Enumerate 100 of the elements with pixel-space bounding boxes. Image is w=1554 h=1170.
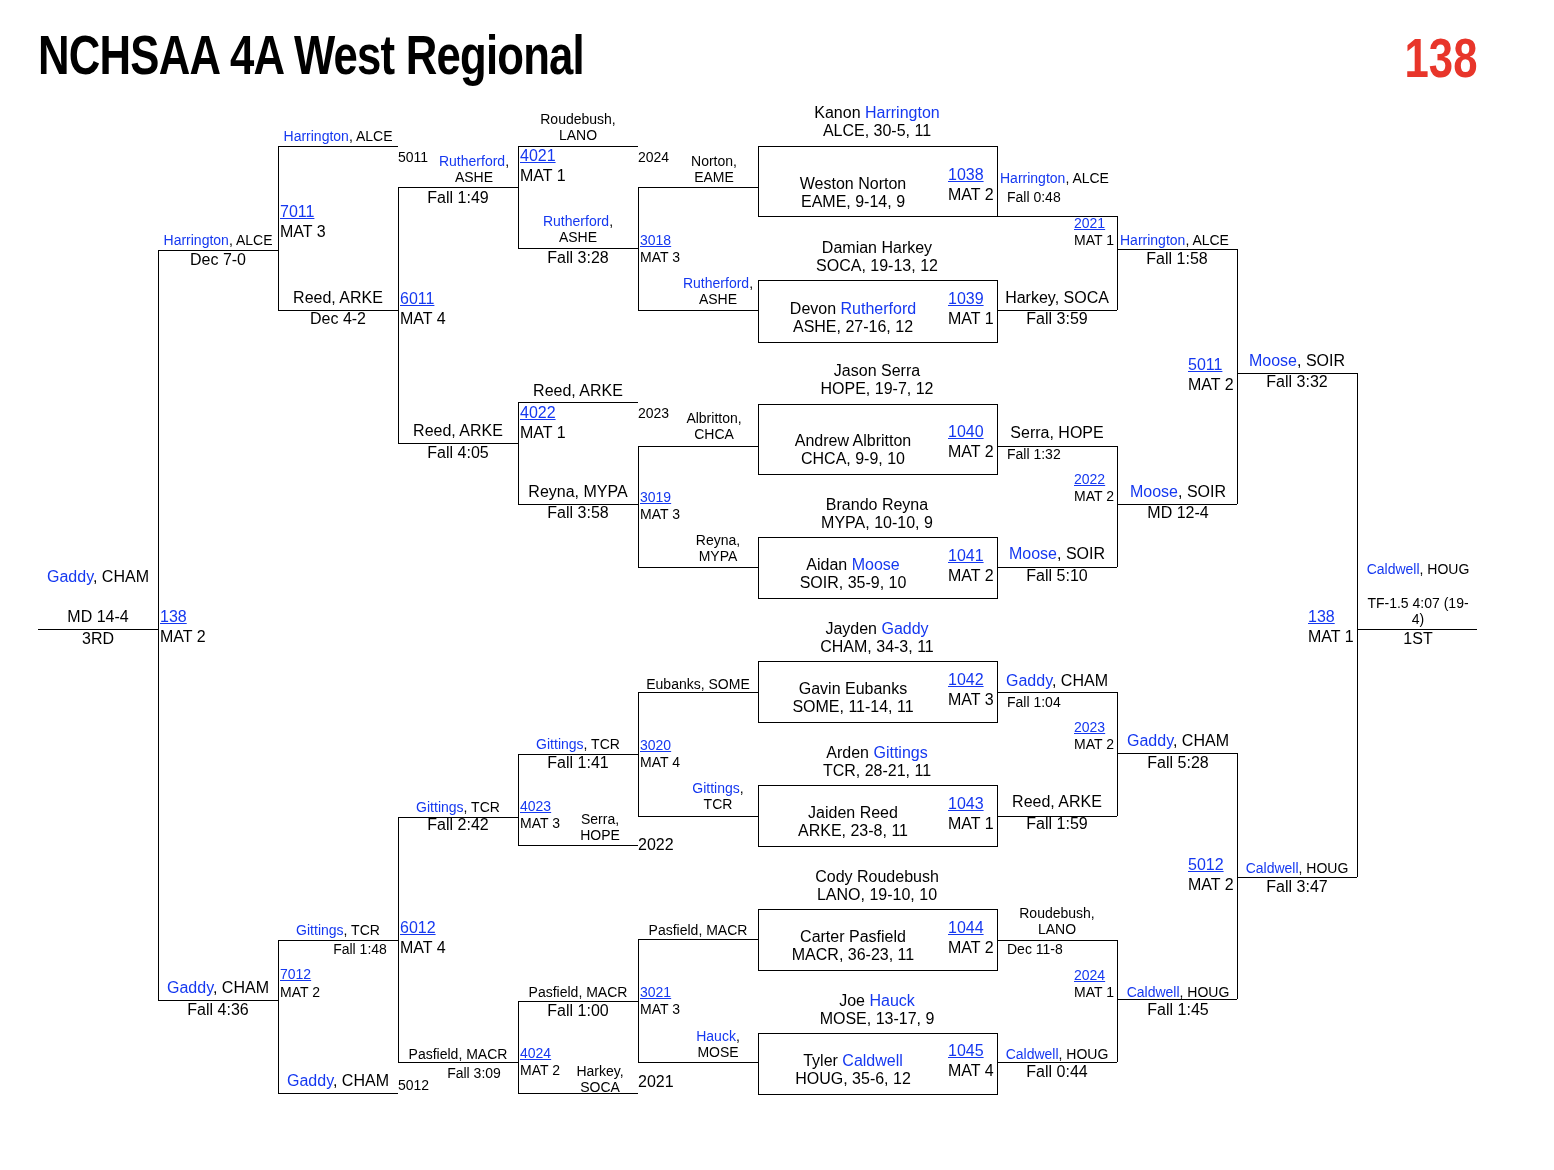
- wrestler-card-text: Tyler Caldwell HOUG, 35-6, 12: [795, 1052, 911, 1089]
- mat-label: MAT 2: [948, 186, 994, 205]
- bout-number-link: 1041: [948, 547, 984, 566]
- mat-label: MAT 3: [520, 815, 560, 832]
- wrestler-name: Pasfield, MACR: [648, 922, 748, 939]
- match-result: Fall 0:48: [1007, 189, 1061, 206]
- weight-class-heading: 138: [1404, 26, 1477, 91]
- wrestler-name: Harrington, ALCE: [1120, 232, 1229, 249]
- match-result: Fall 1:45: [1147, 1001, 1209, 1020]
- mat-label: MAT 2: [1188, 376, 1234, 395]
- wrestler-name: Moose, SOIR: [1130, 483, 1226, 502]
- wrestler-name: Gaddy, CHAM: [47, 568, 149, 587]
- bout-number: 2021: [638, 1073, 674, 1092]
- match-result: Dec 4-2: [310, 310, 366, 329]
- wrestler-name: Serra, HOPE: [580, 811, 620, 844]
- wrestler-name: Gittings, TCR: [296, 922, 380, 939]
- mat-label: MAT 4: [640, 754, 680, 771]
- bout-number-link: 138: [160, 608, 187, 627]
- bout-number-link: 4022: [520, 404, 556, 423]
- mat-label: MAT 4: [400, 310, 446, 329]
- wrestler-name: Moose, SOIR: [1249, 352, 1345, 371]
- mat-label: MAT 1: [520, 167, 566, 186]
- bout-number-link: 138: [1308, 608, 1335, 627]
- match-result: Fall 0:44: [1026, 1063, 1088, 1082]
- wrestler-name: Reyna, MYPA: [695, 532, 741, 565]
- wrestler-name: Gaddy, CHAM: [287, 1072, 389, 1091]
- bout-number-link: 3020: [640, 737, 672, 754]
- wrestler-name: Reed, ARKE: [533, 382, 623, 401]
- mat-label: MAT 2: [160, 628, 206, 647]
- mat-label: MAT 3: [640, 1001, 680, 1018]
- bout-number-link: 4021: [520, 147, 556, 166]
- bout-number-link: 2021: [1074, 215, 1106, 232]
- wrestler-name: Gittings, TCR: [692, 780, 744, 813]
- wrestler-card-text: Arden Gittings TCR, 28-21, 11: [822, 744, 932, 781]
- mat-label: MAT 2: [1074, 736, 1114, 753]
- wrestler-card-text: Damian Harkey SOCA, 19-13, 12: [816, 239, 938, 276]
- mat-label: MAT 1: [948, 310, 994, 329]
- match-result: Fall 3:59: [1026, 310, 1088, 329]
- wrestler-card-text: Gavin Eubanks SOME, 11-14, 11: [792, 680, 914, 717]
- bout-number-link: 2024: [1074, 967, 1106, 984]
- mat-label: MAT 4: [948, 1062, 994, 1081]
- wrestler-name: Gaddy, CHAM: [1006, 672, 1108, 691]
- wrestler-name: Harkey, SOCA: [1005, 289, 1109, 308]
- match-result: Dec 7-0: [190, 251, 246, 270]
- wrestler-name: Caldwell, HOUG: [1005, 1046, 1109, 1063]
- wrestler-name: Harrington, ALCE: [1000, 170, 1109, 187]
- match-result: Fall 5:10: [1026, 567, 1088, 586]
- wrestler-card-text: Cody Roudebush LANO, 19-10, 10: [815, 868, 939, 905]
- match-result: Dec 11-8: [1007, 941, 1063, 958]
- bout-number-link: 7012: [280, 966, 312, 983]
- wrestler-card-text: Kanon Harrington ALCE, 30-5, 11: [814, 104, 940, 141]
- mat-label: MAT 2: [520, 1062, 560, 1079]
- bout-number-link: 5011: [1188, 356, 1223, 375]
- bout-number-link: 4024: [520, 1045, 552, 1062]
- wrestler-name: Reed, ARKE: [293, 289, 383, 308]
- match-result: Fall 3:09: [447, 1065, 501, 1082]
- bout-number-link: 1038: [948, 166, 984, 185]
- mat-label: MAT 1: [1074, 984, 1114, 1001]
- placement-label: 1ST: [1403, 630, 1433, 649]
- wrestler-name: Rutherford, ASHE: [439, 153, 509, 186]
- wrestler-card-text: Andrew Albritton CHCA, 9-9, 10: [794, 432, 912, 469]
- mat-label: MAT 3: [280, 223, 326, 242]
- match-result: Fall 3:47: [1266, 878, 1328, 897]
- wrestler-card-text: Jason Serra HOPE, 19-7, 12: [820, 362, 934, 399]
- mat-label: MAT 2: [1074, 488, 1114, 505]
- mat-label: MAT 4: [400, 939, 446, 958]
- wrestler-name: Roudebush, LANO: [1019, 905, 1095, 938]
- match-result: Fall 1:04: [1007, 694, 1061, 711]
- match-result: Fall 1:00: [547, 1002, 609, 1021]
- bout-number: 2024: [638, 149, 670, 166]
- bout-number-link: 1045: [948, 1042, 984, 1061]
- bout-number-link: 1039: [948, 290, 984, 309]
- mat-label: MAT 1: [520, 424, 566, 443]
- wrestler-card-text: Weston Norton EAME, 9-14, 9: [799, 175, 907, 212]
- wrestler-name: Harrington, ALCE: [283, 128, 393, 145]
- bout-number-link: 6011: [400, 290, 435, 309]
- mat-label: MAT 2: [948, 939, 994, 958]
- match-result: Fall 1:49: [427, 189, 489, 208]
- wrestler-name: Eubanks, SOME: [646, 676, 750, 693]
- mat-label: MAT 2: [948, 567, 994, 586]
- bout-number-link: 3019: [640, 489, 672, 506]
- match-result: MD 14-4: [67, 608, 129, 627]
- bout-number-link: 1040: [948, 423, 984, 442]
- bracket-title: NCHSAA 4A West Regional: [38, 22, 584, 87]
- match-result: Fall 3:32: [1266, 373, 1328, 392]
- wrestler-name: Caldwell, HOUG: [1245, 860, 1349, 877]
- bout-number-link: 2023: [1074, 719, 1106, 736]
- match-result: Fall 4:36: [187, 1001, 249, 1020]
- match-result: Fall 2:42: [427, 816, 489, 835]
- mat-label: MAT 3: [640, 506, 680, 523]
- wrestler-card-text: Aidan Moose SOIR, 35-9, 10: [799, 556, 907, 593]
- wrestler-name: Hauck, MOSE: [696, 1028, 740, 1061]
- bout-number-link: 2022: [1074, 471, 1106, 488]
- wrestler-name: Rutherford, ASHE: [683, 275, 753, 308]
- match-result: Fall 1:48: [333, 941, 387, 958]
- bout-number-link: 3018: [640, 232, 672, 249]
- match-result: Fall 1:59: [1026, 815, 1088, 834]
- bout-number-link: 7011: [280, 203, 315, 222]
- match-result: Fall 4:05: [427, 444, 489, 463]
- wrestler-card-text: Devon Rutherford ASHE, 27-16, 12: [789, 300, 917, 337]
